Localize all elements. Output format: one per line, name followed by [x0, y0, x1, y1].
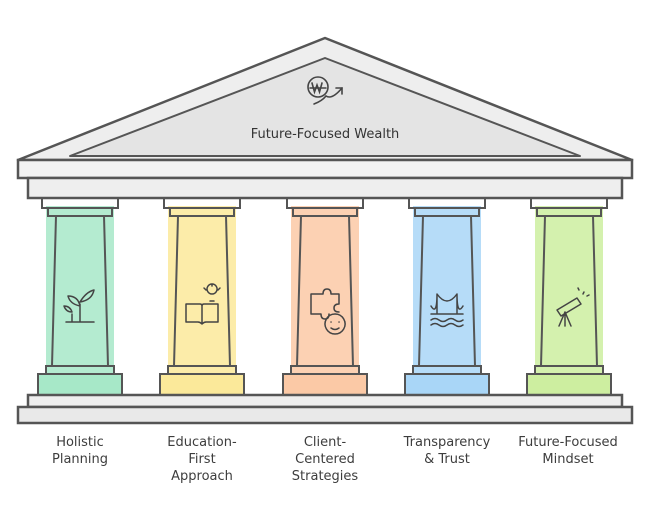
pillar-shaft [540, 215, 598, 367]
growing-plant-icon [63, 289, 95, 323]
book-lightbulb-icon [185, 283, 221, 325]
telescope-icon-glyph [556, 287, 590, 327]
temple-base [16, 393, 634, 425]
pillar-capital-ring [536, 207, 602, 217]
pillar-plinth [404, 373, 490, 396]
pillar-color-wash [413, 206, 481, 392]
pillar-plinth [159, 373, 245, 396]
pillar-label-holistic-planning: Holistic Planning [52, 435, 108, 467]
pillar-plinth [37, 373, 123, 396]
won-coin-growth-icon [307, 76, 343, 105]
pillar-label-client-centered: Client- Centered Strategies [291, 435, 359, 484]
roof [16, 36, 634, 200]
pillar [37, 197, 123, 396]
pillar [526, 197, 612, 396]
bridge-icon [430, 293, 464, 328]
book-lightbulb-icon-glyph [185, 283, 221, 325]
growing-plant-icon-glyph [63, 289, 95, 323]
pillar [282, 197, 368, 396]
pillar-plinth [282, 373, 368, 396]
pillar-capital-ring [414, 207, 480, 217]
pillar-label-education-first: Education- First Approach [167, 435, 237, 484]
pillar-color-wash [291, 206, 359, 392]
puzzle-face-icon [310, 288, 346, 335]
pillar-shaft [173, 215, 231, 367]
pillars [37, 197, 612, 396]
roof-title: Future-Focused Wealth [250, 127, 400, 142]
pillar-plinth [526, 373, 612, 396]
pillar-color-wash [168, 206, 236, 392]
pillar-shaft [51, 215, 109, 367]
pillar-color-wash [535, 206, 603, 392]
pillar [404, 197, 490, 396]
telescope-icon [556, 287, 590, 327]
pillar-capital-ring [47, 207, 113, 217]
pillar-shaft [296, 215, 354, 367]
puzzle-face-icon-glyph [310, 288, 346, 335]
pillar-color-wash [46, 206, 114, 392]
pillar-label-future-mindset: Future-Focused Mindset [518, 435, 618, 467]
pillar-capital-ring [292, 207, 358, 217]
bridge-icon-glyph [430, 293, 464, 328]
pillar [159, 197, 245, 396]
pillar-shaft [418, 215, 476, 367]
pillar-capital-ring [169, 207, 235, 217]
pillar-label-transparency-trust: Transparency & Trust [403, 435, 491, 467]
